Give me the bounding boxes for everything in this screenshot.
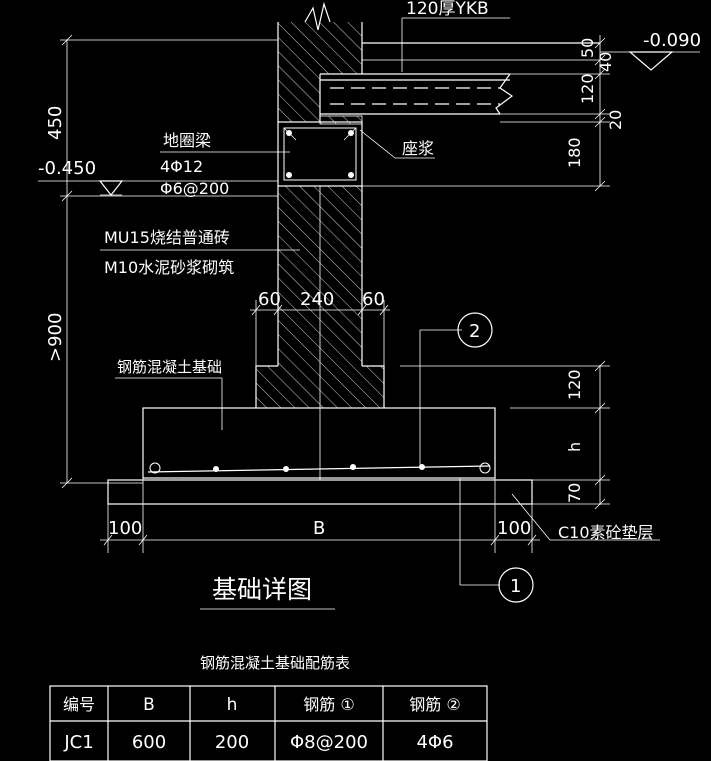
table-cell: 600 bbox=[132, 732, 166, 753]
level-ground: -0.450 bbox=[38, 158, 96, 179]
c10-cushion bbox=[107, 479, 533, 505]
ring-beam-main-bars: 4Φ12 bbox=[160, 157, 203, 176]
table-cell: 200 bbox=[215, 732, 249, 753]
dim-left-lower: >900 bbox=[45, 313, 66, 362]
drawing-title: 基础详图 bbox=[212, 575, 312, 604]
footing-label: 钢筋混凝土基础 bbox=[117, 358, 222, 376]
marker-1-circle bbox=[498, 567, 534, 603]
upper-wall bbox=[277, 1, 363, 122]
dim-step-right: 60 bbox=[362, 289, 385, 310]
dim-bottom-mid: B bbox=[313, 518, 325, 539]
dim-right-70: 70 bbox=[565, 483, 584, 503]
brick-wall bbox=[255, 186, 385, 480]
dim-right-120: 120 bbox=[578, 73, 597, 104]
ring-beam bbox=[277, 115, 363, 187]
level-top: -0.090 bbox=[643, 30, 701, 51]
table-cell: JC1 bbox=[63, 732, 93, 753]
ring-beam-name: 地圈梁 bbox=[163, 131, 211, 150]
brick-label: MU15烧结普通砖 bbox=[104, 228, 230, 247]
dim-right-40: 40 bbox=[596, 52, 615, 72]
table-cell: 4Φ6 bbox=[416, 732, 453, 753]
left-dimensions bbox=[60, 34, 278, 489]
right-dimensions bbox=[362, 35, 610, 510]
bottom-dimensions bbox=[100, 478, 540, 553]
dim-left-upper: 450 bbox=[45, 106, 66, 140]
table-cell: Φ8@200 bbox=[290, 732, 368, 753]
dim-right-120b: 120 bbox=[565, 369, 584, 400]
rc-footing bbox=[142, 407, 496, 479]
leader-lines bbox=[100, 17, 660, 610]
table-title: 钢筋混凝土基础配筋表 bbox=[200, 654, 350, 672]
level-markers bbox=[38, 51, 700, 197]
mortar-bed-label: 座浆 bbox=[402, 139, 434, 158]
table-header: B bbox=[143, 695, 155, 715]
ring-beam-stirrups: Φ6@200 bbox=[160, 179, 229, 198]
dim-bottom-right: 100 bbox=[497, 518, 531, 539]
marker-1-text: 1 bbox=[510, 576, 521, 597]
marker-2-circle bbox=[457, 312, 493, 348]
step-dimensions bbox=[250, 300, 390, 366]
rebar-table: 钢筋混凝土基础配筋表 编号 B h 钢筋 ① 钢筋 ② JC1 600 200 … bbox=[49, 654, 488, 761]
marker-2-text: 2 bbox=[469, 321, 480, 342]
dim-right-20: 20 bbox=[606, 110, 625, 130]
table-header: h bbox=[227, 695, 238, 715]
table-header: 钢筋 ② bbox=[409, 695, 460, 714]
mortar-label: M10水泥砂浆砌筑 bbox=[104, 258, 234, 277]
dim-right-50: 50 bbox=[578, 38, 597, 58]
dim-bottom-left: 100 bbox=[108, 518, 142, 539]
table-header: 钢筋 ① bbox=[303, 695, 354, 714]
dim-wall: 240 bbox=[300, 289, 334, 310]
slab-label: 120厚YKB bbox=[406, 0, 489, 19]
dim-right-180: 180 bbox=[565, 137, 584, 168]
table-header: 编号 bbox=[63, 695, 95, 714]
dim-step-left: 60 bbox=[258, 289, 281, 310]
cushion-label: C10素砼垫层 bbox=[558, 523, 654, 542]
dim-right-h: h bbox=[565, 442, 584, 452]
